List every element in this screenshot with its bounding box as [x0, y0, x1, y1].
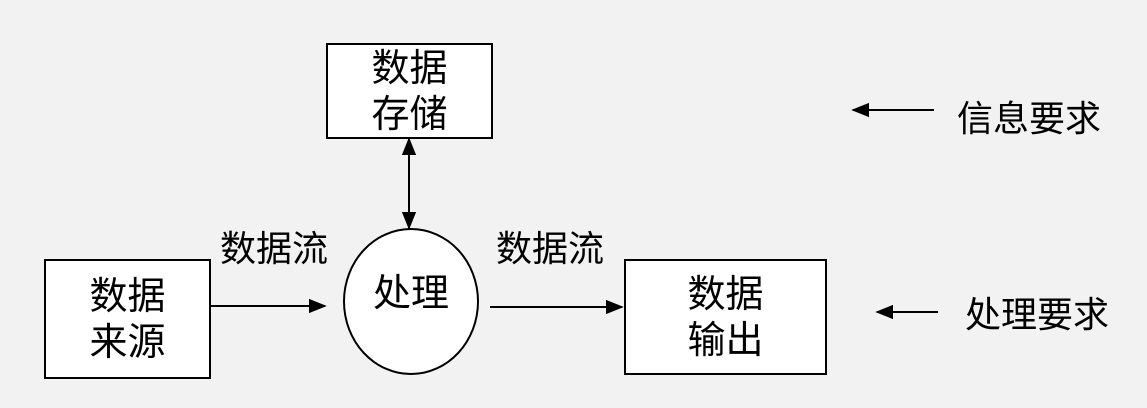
data-source-line2: 来源: [89, 320, 166, 364]
data-store-line2: 存储: [371, 92, 448, 136]
right-dataflow-label: 数据流: [496, 229, 605, 270]
data-source-node: 数据 来源: [44, 259, 211, 379]
data-output-node: 数据 输出: [624, 259, 827, 375]
data-output-line1: 数据: [687, 272, 764, 316]
process-node: 处理: [343, 228, 479, 375]
process-label: 处理: [372, 271, 449, 315]
data-store-line1: 数据: [371, 46, 448, 90]
data-store-node: 数据 存储: [326, 43, 493, 139]
info-requirement-label: 信息要求: [957, 99, 1102, 140]
data-output-line2: 输出: [687, 318, 764, 362]
processing-requirement-label: 处理要求: [965, 295, 1110, 336]
data-source-line1: 数据: [89, 274, 166, 318]
left-dataflow-label: 数据流: [220, 229, 329, 270]
